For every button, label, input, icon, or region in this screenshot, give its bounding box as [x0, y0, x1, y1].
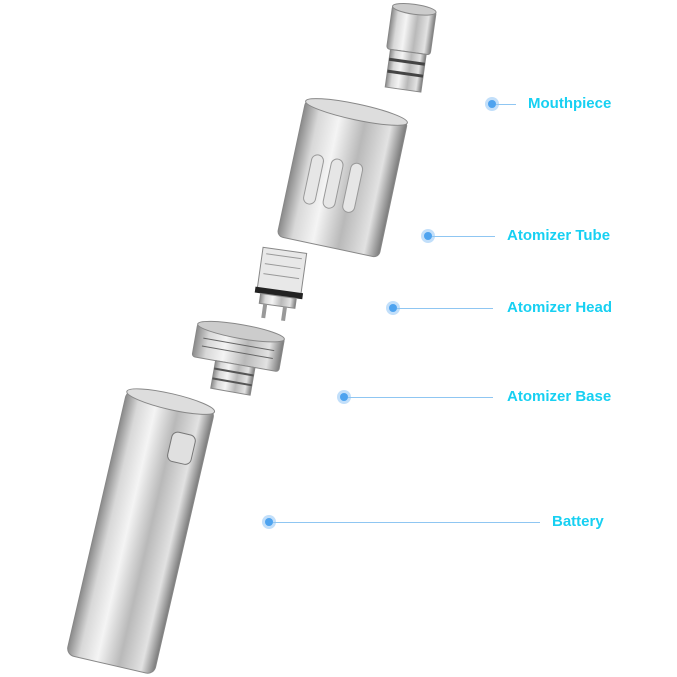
battery-part	[67, 388, 216, 674]
label-battery: Battery	[552, 513, 604, 530]
leader-line	[432, 236, 495, 237]
atomizer-head-part	[254, 246, 308, 322]
callout-dot-icon	[389, 304, 397, 312]
label-mouthpiece: Mouthpiece	[528, 95, 612, 112]
leader-line	[348, 397, 493, 398]
mouthpiece-part	[384, 2, 437, 93]
atomizer-tube-part	[277, 98, 408, 258]
atomizer-base-part	[191, 320, 285, 396]
label-atomizer-head: Atomizer Head	[507, 299, 613, 316]
leader-line	[496, 104, 516, 105]
label-atomizer-tube: Atomizer Tube	[507, 227, 611, 244]
label-atomizer-base: Atomizer Base	[507, 388, 612, 405]
callout-dot-icon	[340, 393, 348, 401]
callout-dot-icon	[424, 232, 432, 240]
callout-dot-icon	[488, 100, 496, 108]
leader-line	[273, 522, 540, 523]
leader-line	[397, 308, 493, 309]
callout-dot-icon	[265, 518, 273, 526]
